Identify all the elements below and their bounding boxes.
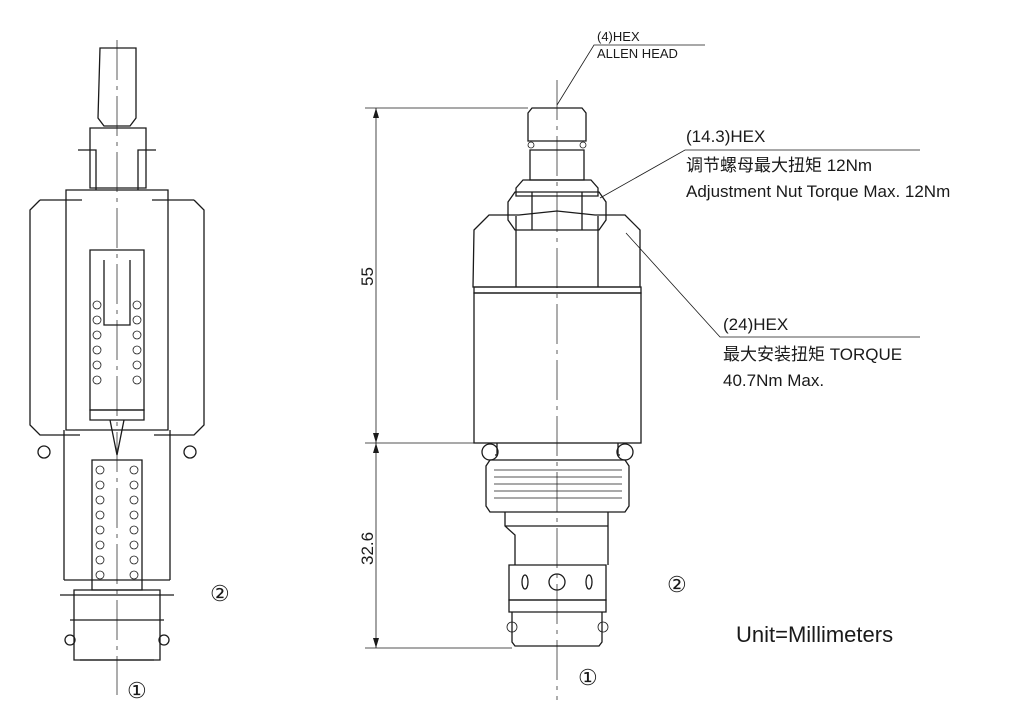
body-hex-torque-cn: 最大安装扭矩 TORQUE xyxy=(723,345,902,364)
dimension-55: 55 xyxy=(358,267,377,286)
adjust-nut-torque-en: Adjustment Nut Torque Max. 12Nm xyxy=(686,182,950,201)
port-2-label-left: ② xyxy=(210,581,230,606)
callout-adjust-nut: (14.3)HEX 调节螺母最大扭矩 12Nm Adjustment Nut T… xyxy=(599,127,950,201)
allen-head-size: (4)HEX xyxy=(597,29,640,44)
port-1-label-left: ① xyxy=(127,678,147,703)
adjust-nut-size: (14.3)HEX xyxy=(686,127,765,146)
dimension-32-6: 32.6 xyxy=(358,532,377,565)
dimension-lines: 55 32.6 xyxy=(358,107,528,649)
allen-head-label: ALLEN HEAD xyxy=(597,46,678,61)
port-1-label: ① xyxy=(578,665,598,690)
adjust-nut-torque-cn: 调节螺母最大扭矩 12Nm xyxy=(686,156,872,175)
body-hex-torque-value: 40.7Nm Max. xyxy=(723,371,824,390)
port-2-label: ② xyxy=(667,572,687,597)
callout-allen-head: (4)HEX ALLEN HEAD xyxy=(556,29,705,106)
callout-body-hex: (24)HEX 最大安装扭矩 TORQUE 40.7Nm Max. xyxy=(625,232,920,390)
body-hex-size: (24)HEX xyxy=(723,315,788,334)
cross-section-view: ② ① xyxy=(29,40,230,703)
units-note: Unit=Millimeters xyxy=(736,622,893,647)
external-view: ② ① xyxy=(472,80,687,700)
